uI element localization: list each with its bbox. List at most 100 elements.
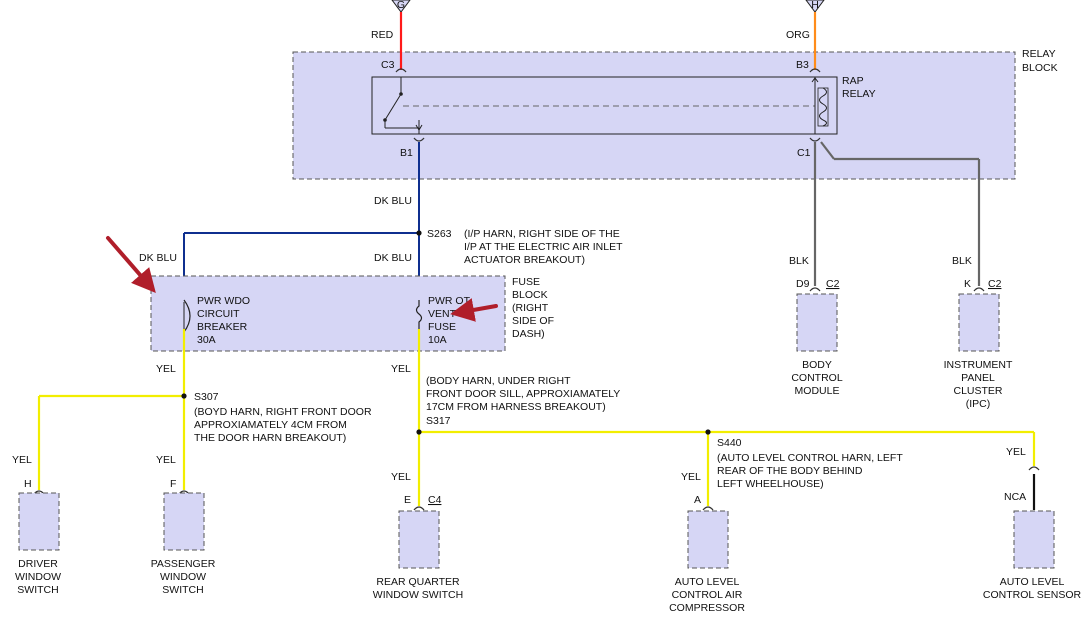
wire-label-nca: NCA: [1004, 491, 1026, 503]
pin-c3-icon: [395, 68, 407, 73]
wire-label-yel-3: YEL: [12, 454, 32, 466]
wire-label-blk-2: BLK: [952, 255, 972, 267]
passenger-name-2: WINDOW: [160, 571, 206, 583]
splice-s263-label: S263: [427, 228, 452, 240]
wire-label-dk-blu-3: DK BLU: [374, 252, 412, 264]
yel-wires: [37, 329, 1036, 506]
fuse-label-3: FUSE: [428, 321, 456, 333]
rear-quarter-pin-label: E: [404, 494, 411, 506]
passenger-name-1: PASSENGER: [151, 558, 216, 570]
relay-switch-icon: [383, 77, 423, 134]
breaker-label-3: BREAKER: [197, 321, 248, 333]
fuse-block-label-3: (RIGHT: [512, 302, 549, 314]
ipc-conn-label: C2: [988, 278, 1002, 290]
fuse-label-1: PWR OT: [428, 295, 471, 307]
fuse-block-label-1: FUSE: [512, 276, 540, 288]
pin-b1-icon: [413, 137, 425, 142]
splice-s440-desc-1: (AUTO LEVEL CONTROL HARN, LEFT: [717, 452, 903, 464]
splice-s307-label: S307: [194, 391, 219, 403]
bcm-name-2: CONTROL: [791, 372, 842, 384]
compressor-pin-label: A: [694, 494, 701, 506]
wire-label-yel-5: YEL: [391, 471, 411, 483]
sensor-name-2: CONTROL SENSOR: [983, 589, 1082, 601]
wire-label-dk-blu-1: DK BLU: [374, 195, 412, 207]
wire-label-red: RED: [371, 29, 394, 41]
pin-c1-label: C1: [797, 147, 811, 159]
rear-quarter-connector-icon: [413, 506, 425, 511]
splice-s317-label: S317: [426, 415, 451, 427]
splice-s307-desc-1: (BOYD HARN, RIGHT FRONT DOOR: [194, 406, 372, 418]
pin-b3-label: B3: [796, 59, 809, 71]
splice-s307-desc-2: APPROXIAMATELY 4CM FROM: [194, 419, 347, 431]
ipc-name-2: PANEL: [961, 372, 995, 384]
connector-h-label: H: [811, 0, 819, 11]
splice-s263-desc-2: I/P AT THE ELECTRIC AIR INLET: [464, 241, 623, 253]
rap-relay-label-2: RELAY: [842, 88, 876, 100]
fuse-block-label-2: BLOCK: [512, 289, 548, 301]
wire-label-yel-2: YEL: [391, 363, 411, 375]
relay-block-label-2: BLOCK: [1022, 62, 1058, 74]
bcm-conn-label: C2: [826, 278, 840, 290]
driver-switch-box: [18, 492, 60, 551]
splice-s307-dot: [181, 393, 187, 399]
splice-s317-desc-3: 17CM FROM HARNESS BREAKOUT): [426, 401, 606, 413]
splice-s307-desc-3: THE DOOR HARN BREAKOUT): [194, 432, 346, 444]
compressor-name-2: CONTROL AIR: [672, 589, 743, 601]
fuse-block-label-5: DASH): [512, 328, 545, 340]
driver-name-3: SWITCH: [17, 584, 58, 596]
breaker-label-2: CIRCUIT: [197, 308, 240, 320]
fuse-label-2: VENT: [428, 308, 457, 320]
driver-name-1: DRIVER: [18, 558, 58, 570]
connector-g-icon: G: [391, 0, 411, 13]
bcm-pin-label: D9: [796, 278, 810, 290]
wire-label-blk-1: BLK: [789, 255, 809, 267]
rear-quarter-switch-box: [398, 510, 440, 569]
bcm-connector-icon: [809, 287, 821, 292]
wire-label-org: ORG: [786, 29, 810, 41]
splice-s317-desc-2: FRONT DOOR SILL, APPROXIAMATELY: [426, 388, 620, 400]
circuit-breaker-icon: [183, 299, 191, 333]
fuse-block-box: [150, 275, 506, 352]
splice-s440-label: S440: [717, 437, 742, 449]
blk-wires: [813, 141, 981, 286]
breaker-label-1: PWR WDO: [197, 295, 250, 307]
compressor-name-3: COMPRESSOR: [669, 602, 745, 614]
compressor-connector-icon: [702, 506, 714, 511]
bcm-name-1: BODY: [802, 359, 832, 371]
annotation-arrow-left: [106, 236, 156, 294]
splice-s317-desc-1: (BODY HARN, UNDER RIGHT: [426, 375, 571, 387]
rear-quarter-name-2: WINDOW SWITCH: [373, 589, 463, 601]
fuse-label-4: 10A: [428, 334, 447, 346]
fuse-block-label-4: SIDE OF: [512, 315, 554, 327]
passenger-switch-box: [163, 492, 205, 551]
rear-quarter-conn-label: C4: [428, 494, 442, 506]
driver-name-2: WINDOW: [15, 571, 61, 583]
pin-b3-icon: [809, 68, 821, 73]
wire-label-yel-6: YEL: [681, 471, 701, 483]
splice-s440-desc-3: LEFT WHEELHOUSE): [717, 478, 824, 490]
relay-block-label-1: RELAY: [1022, 48, 1056, 60]
wire-label-yel-7: YEL: [1006, 446, 1026, 458]
ipc-connector-icon: [973, 287, 985, 292]
wire-label-yel-1: YEL: [156, 363, 176, 375]
ipc-box: [958, 293, 1000, 352]
passenger-pin-label: F: [170, 478, 176, 490]
rap-relay-label-1: RAP: [842, 75, 864, 87]
ipc-name-3: CLUSTER: [953, 385, 1002, 397]
splice-s317-dot: [416, 429, 422, 435]
sensor-box: [1013, 510, 1055, 569]
pin-c1-icon: [809, 137, 821, 142]
splice-s263-dot: [416, 230, 422, 236]
breaker-label-4: 30A: [197, 334, 216, 346]
annotation-arrow-right: [450, 298, 498, 322]
splice-s440-desc-2: REAR OF THE BODY BEHIND: [717, 465, 863, 477]
pin-c3-label: C3: [381, 59, 395, 71]
ipc-name-4: (IPC): [966, 398, 991, 410]
sensor-name-1: AUTO LEVEL: [1000, 576, 1065, 588]
compressor-name-1: AUTO LEVEL: [675, 576, 740, 588]
passenger-name-3: SWITCH: [162, 584, 203, 596]
wire-label-yel-4: YEL: [156, 454, 176, 466]
fuse-icon: [415, 300, 423, 329]
driver-pin-label: H: [24, 478, 32, 490]
